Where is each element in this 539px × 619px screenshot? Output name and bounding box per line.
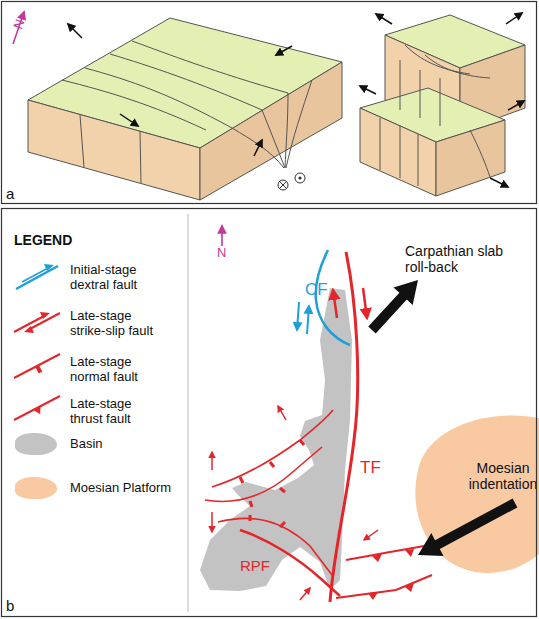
process-label: Carpathian slab roll-back <box>405 243 505 275</box>
legend-entry: Late-stage thrust fault <box>70 397 165 427</box>
fault-trace <box>405 45 470 74</box>
fault-trace <box>262 110 285 168</box>
normal-fault-trace <box>212 410 333 487</box>
block-front-face <box>360 108 436 196</box>
fault-name: CF <box>305 280 328 300</box>
dextral-motion-arrow <box>297 302 299 330</box>
strike-slip-sample <box>24 326 34 333</box>
legend-entry: Late-stage strike-slip fault <box>70 309 165 339</box>
graben-fault <box>400 60 440 126</box>
block-side-face <box>436 120 505 196</box>
platform-shape <box>415 415 539 573</box>
compression-arrow <box>300 588 310 600</box>
fault-trace <box>285 93 288 168</box>
panel-frame <box>2 2 537 204</box>
strike-slip-motion-arrow <box>363 288 367 318</box>
strike-slip-sample <box>40 312 50 319</box>
motion-arrow <box>68 24 82 38</box>
legend-entry: Basin <box>70 437 190 452</box>
fault-name: TF <box>360 458 381 478</box>
fault-trace <box>470 130 490 177</box>
fault-trace <box>425 55 490 78</box>
right-block-diagram <box>360 13 525 196</box>
out-of-page-symbol <box>295 173 305 183</box>
legend-swatch <box>15 433 57 455</box>
fault-trace <box>132 41 288 93</box>
motion-arrow <box>376 14 392 24</box>
dextral-fault-sample <box>22 267 50 282</box>
dextral-fault-sample <box>16 266 58 289</box>
legend-entry: Late-stage normal fault <box>70 355 165 385</box>
legend-divider <box>188 214 189 612</box>
slab-rollback-arrow <box>368 280 418 333</box>
rpf-fault-trace <box>240 530 340 596</box>
legend-entry: Initial-stage dextral fault <box>70 263 165 293</box>
fault-trace <box>286 80 312 168</box>
thrust-fault-sample <box>14 396 60 420</box>
indentation-arrow <box>418 499 517 556</box>
extension-arrow <box>278 406 286 420</box>
motion-arrow <box>490 178 508 187</box>
fault-trace <box>110 54 262 110</box>
moesian-platform: Moesian indentation <box>405 412 539 577</box>
thrust-triangle <box>368 549 414 600</box>
legend-heading: LEGEND <box>14 232 72 248</box>
motion-arrow <box>120 114 138 126</box>
panel-frame <box>2 209 537 617</box>
block-front-face <box>28 100 200 200</box>
extension-arrow <box>211 512 213 532</box>
block-side-face <box>200 62 342 200</box>
tf-fault-trace <box>330 252 358 602</box>
motion-arrow <box>508 101 524 110</box>
motion-arrow <box>360 86 376 94</box>
late-stage-faults <box>205 410 432 598</box>
into-page-symbol <box>280 182 287 189</box>
motion-arrow <box>254 140 262 156</box>
normal-fault-sample <box>14 354 60 378</box>
legend-entry: Moesian Platform <box>70 481 190 496</box>
legend-swatch <box>15 477 57 499</box>
normal-fault-sample <box>37 366 41 373</box>
fault-trace <box>140 131 141 183</box>
strike-slip-sample <box>28 313 60 330</box>
panel-letter: a <box>6 185 14 202</box>
extension-arrow <box>211 452 213 470</box>
thrust-fault-sample <box>34 406 41 414</box>
fault-trace <box>85 68 232 128</box>
fault-name: RPF <box>240 557 270 574</box>
fault-trace <box>62 80 206 130</box>
strike-slip-motion-arrow <box>333 290 337 318</box>
graben-fault <box>380 118 418 186</box>
node-label: Moesian indentation <box>467 460 539 492</box>
into-page-symbol <box>278 180 288 190</box>
motion-arrow <box>276 46 292 55</box>
left-block-diagram <box>28 18 342 200</box>
north-arrow <box>221 226 223 246</box>
compression-arrow <box>364 530 378 540</box>
motion-arrow <box>506 13 522 24</box>
platform-outline <box>405 412 539 577</box>
normal-fault-trace <box>205 447 322 501</box>
normal-fault-tick <box>240 440 304 527</box>
legend-line-samples <box>14 264 60 420</box>
north-label: N <box>11 18 28 32</box>
panel-letter: b <box>6 597 14 614</box>
fault-trace <box>232 128 284 168</box>
out-of-page-symbol <box>298 176 301 179</box>
thrust-fault-trace <box>336 575 432 598</box>
dextral-fault-sample <box>44 264 54 271</box>
dextral-motion-arrow <box>307 306 309 334</box>
thrust-fault-trace <box>346 545 430 560</box>
fault-trace <box>80 115 84 167</box>
north-label: N <box>217 246 226 261</box>
